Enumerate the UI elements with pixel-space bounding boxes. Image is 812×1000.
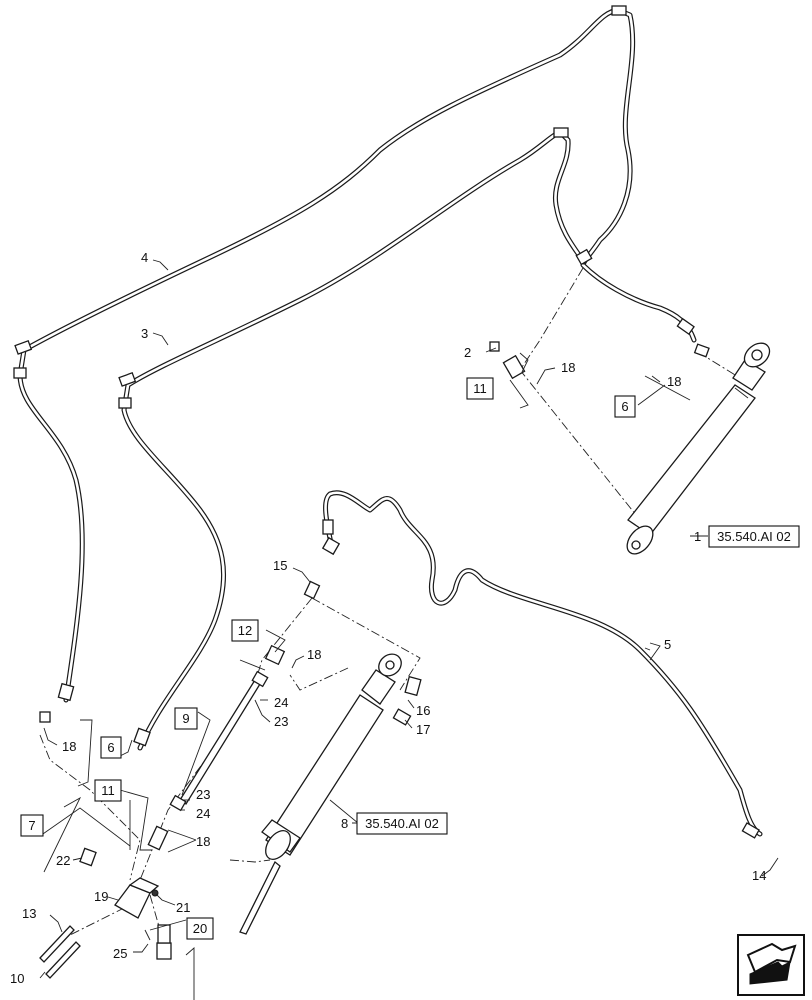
cylinder-1 <box>626 342 771 555</box>
hose-fittings <box>13 5 760 839</box>
callout-3: 3 <box>141 326 148 341</box>
callout-16: 16 <box>416 703 430 718</box>
svg-text:11: 11 <box>101 783 115 798</box>
svg-text:35.540.AI 02: 35.540.AI 02 <box>365 816 439 831</box>
callout-24-lower: 24 <box>196 806 210 821</box>
callout-10: 10 <box>10 971 24 986</box>
fitting-20 <box>156 924 172 960</box>
next-page-arrow-icon[interactable] <box>737 934 805 996</box>
svg-text:12: 12 <box>238 623 252 638</box>
callout-24-upper: 24 <box>274 695 288 710</box>
box-12: 12 <box>231 619 259 642</box>
leader-lines <box>39 259 779 1000</box>
fitting-6-lower <box>39 711 51 723</box>
reference-boxes: 35.540.AI 02 35.540.AI 02 <box>356 525 800 835</box>
callout-2: 2 <box>464 345 471 360</box>
fitting-22 <box>79 847 97 867</box>
callout-14: 14 <box>752 868 766 883</box>
box-6-upper: 6 <box>614 395 636 418</box>
callout-23-lower: 23 <box>196 787 210 802</box>
callout-15: 15 <box>273 558 287 573</box>
fitting-12 <box>264 644 286 666</box>
callout-19: 19 <box>94 889 108 904</box>
callout-18-lower-left: 18 <box>62 739 76 754</box>
box-11-lower: 11 <box>94 779 122 802</box>
box-9: 9 <box>174 707 198 730</box>
svg-text:11: 11 <box>473 381 487 396</box>
svg-text:35.540.AI 02: 35.540.AI 02 <box>717 529 791 544</box>
hose-3 <box>121 129 587 751</box>
callout-labels: 1 2 3 4 5 8 10 13 14 15 16 17 18 18 18 1… <box>10 250 766 986</box>
reference-cylinder-1: 35.540.AI 02 <box>708 525 800 548</box>
callout-18-center: 18 <box>307 647 321 662</box>
cylinder-8 <box>239 653 402 935</box>
hose-5 <box>323 490 763 837</box>
callout-13: 13 <box>22 906 36 921</box>
valve-19 <box>114 877 160 919</box>
callout-18-upper-right: 18 <box>667 374 681 389</box>
svg-text:20: 20 <box>193 921 207 936</box>
box-11-upper: 11 <box>466 377 494 400</box>
callout-1: 1 <box>694 529 701 544</box>
box-7: 7 <box>20 814 44 837</box>
svg-text:6: 6 <box>107 740 114 755</box>
svg-text:9: 9 <box>182 711 189 726</box>
svg-text:7: 7 <box>28 818 35 833</box>
tube-9 <box>169 670 269 812</box>
bolts-10-13 <box>39 925 81 979</box>
fitting-18-upper <box>693 343 710 358</box>
centerlines <box>39 267 741 951</box>
box-20: 20 <box>186 917 214 940</box>
callout-21: 21 <box>176 900 190 915</box>
svg-text:6: 6 <box>621 399 628 414</box>
callout-22: 22 <box>56 853 70 868</box>
fitting-2 <box>489 341 500 352</box>
callout-18-lower: 18 <box>196 834 210 849</box>
callout-4: 4 <box>141 250 148 265</box>
fitting-11-lower <box>147 825 169 851</box>
callout-18-upper-mid: 18 <box>561 360 575 375</box>
fitting-15 <box>303 580 321 600</box>
callout-17: 17 <box>416 722 430 737</box>
hose-4 <box>17 7 697 703</box>
callout-25: 25 <box>113 946 127 961</box>
reference-cylinder-8: 35.540.AI 02 <box>356 812 448 835</box>
callout-5: 5 <box>664 637 671 652</box>
callout-23-upper: 23 <box>274 714 288 729</box>
box-6-lower: 6 <box>100 736 122 759</box>
callout-8: 8 <box>341 816 348 831</box>
boxed-callouts: 6 6 7 9 11 11 12 20 <box>20 377 636 940</box>
fitting-11-upper <box>502 354 526 380</box>
